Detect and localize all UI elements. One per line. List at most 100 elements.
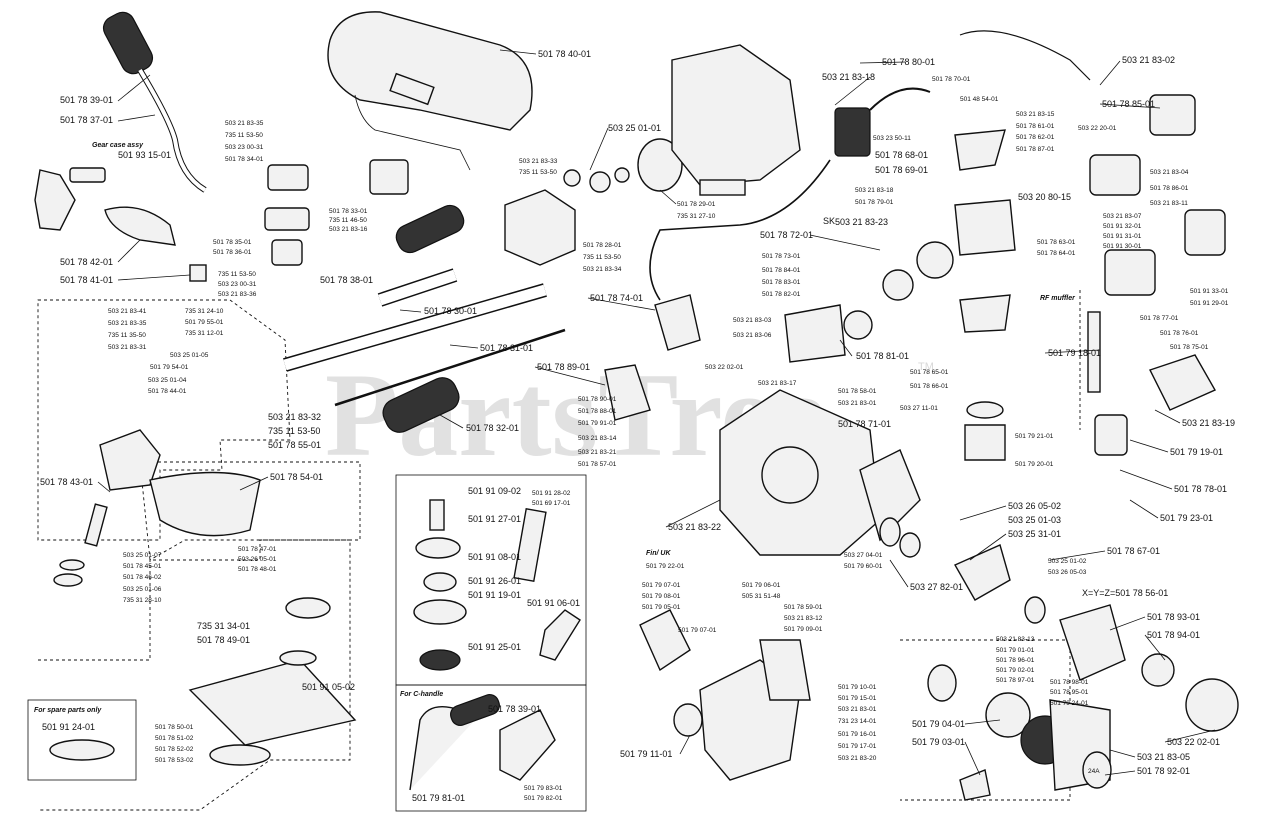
part-label: 501 91 09-02 [468,486,521,496]
part-label-small: 501 79 16-01 [838,731,877,738]
muffler-cover [1149,94,1196,136]
engine-assy [671,44,801,196]
part-label: 501 78 36-01 [213,249,252,256]
part-label: 735 11 53-50 [519,169,557,176]
part-label: 503 21 83-16 [329,226,368,233]
part-label: 503 21 83-14 [578,435,617,442]
part-label-small: 501 79 82-01 [524,795,563,802]
part-label: 501 78 61-01 [1016,123,1055,130]
part-label: 501 78 58-01 [838,388,877,395]
part-label-small: 501 78 48-01 [238,566,277,573]
washer [614,167,630,183]
part-label: 501 78 66-01 [910,383,949,390]
part-label: 501 79 81-01 [412,793,465,803]
part-label: 501 78 62-01 [1016,134,1055,141]
part-label: 503 21 83-06 [733,332,772,339]
part-label-small: 503 25 01-04 [148,377,187,384]
part-label: 501 78 85-01 [1102,99,1155,109]
bearing-a [563,169,581,187]
rf-muffler-cover [1184,209,1226,256]
clutch-housing [504,189,576,266]
part-label: 735 31 27-10 [677,213,716,220]
part-label: 501 91 33-01 [1190,288,1229,295]
bearing-right [1024,596,1046,624]
part-label: 503 21 83-35 [225,120,264,127]
part-label: 503 22 20-01 [1078,125,1117,132]
part-label: 501 78 76-01 [1160,330,1199,337]
muffler [1089,154,1141,196]
part-label: 501 78 89-01 [537,362,590,372]
part-label: 501 79 04-01 [912,719,965,729]
fuel-tank-housing [759,639,811,701]
part-label: 503 25 01-01 [608,123,661,133]
part-label: 501 78 88-01 [578,408,617,415]
part-label: 501 78 49-01 [197,635,250,645]
bevel-gear-head [99,429,161,491]
part-label-small: 501 79 83-01 [524,785,563,792]
handle-knob [104,206,176,246]
part-label: 501 78 93-01 [1147,612,1200,622]
part-label: 501 78 55-01 [268,440,321,450]
handle-grip [102,11,207,193]
part-label-small: 503 25 01-05 [170,352,209,359]
part-label-small: 501 78 97-01 [996,677,1035,684]
part-label-small: 501 78 44-01 [148,388,187,395]
part-label: 501 79 20-01 [1015,461,1054,468]
part-label-small: 501 79 07-01 [678,627,717,634]
part-label: 503 21 83-32 [268,412,321,422]
part-label-small: 503 21 83-13 [996,636,1035,643]
gear-group-outline [37,299,291,541]
part-label: 501 91 08-01 [468,552,521,562]
fuel-line [649,159,831,301]
part-label: 503 22 02-01 [1167,737,1220,747]
part-number-labels: 501 78 39-01 501 78 37-01 501 93 15-01 5… [40,49,1235,803]
part-label-small: 501 78 52-02 [155,746,194,753]
grass-blade [188,659,357,746]
part-label-small: 501 79 01-01 [996,647,1035,654]
crankshaft [954,544,1011,601]
harness-strap [327,11,533,171]
part-label-small: 735 11 35-50 [108,332,146,339]
part-label: 501 78 82-01 [762,291,801,298]
part-label: 503 23 50-11 [873,135,911,142]
part-label: 501 78 64-01 [1037,250,1076,257]
blade-guard [149,471,261,537]
flywheel [761,446,819,504]
part-label-small: 501 91 30-01 [1103,243,1142,250]
part-label: 501 78 90-01 [578,396,617,403]
part-label: 501 78 81-01 [856,351,909,361]
part-label-small: 501 78 96-01 [996,657,1035,664]
fuel-filter-hose [639,609,691,672]
part-label: 501 78 57-01 [578,461,617,468]
part-label: 501 91 27-01 [468,514,521,524]
carburetor [916,241,954,279]
drive-shaft [334,328,566,407]
blade-nut-set [209,744,271,766]
part-label-small: 503 21 83-20 [838,755,877,762]
part-label: 503 23 00-31 [225,144,264,151]
support-flange [279,650,317,666]
part-label: 501 78 77-01 [1140,315,1179,322]
part-label: 503 21 83-23 [835,217,888,227]
part-label: 501 78 94-01 [1147,630,1200,640]
part-label: 501 78 42-01 [60,257,113,267]
part-label: 501 91 29-01 [1190,300,1229,307]
rf-muffler [1104,249,1156,296]
pulley-small [927,664,957,702]
part-label: 501 91 28-02 [532,490,571,497]
spare-parts-label: For spare parts only [34,707,102,714]
carb-body [1094,414,1128,456]
part-label-small: 501 79 02-01 [996,667,1035,674]
part-label: 501 78 37-01 [60,115,113,125]
throttle-trigger [499,709,556,781]
part-label: 503 26 05-02 [1008,501,1061,511]
part-label-small: 735 31 28-10 [123,597,162,604]
spare-parts-box [27,699,137,781]
support-cup [285,597,331,619]
part-label: 501 78 75-01 [1170,344,1209,351]
washer-low1 [59,559,85,571]
head-cover [415,537,461,559]
clamp-upper [267,164,309,191]
part-label-small: 501 79 17-01 [838,743,877,750]
fuel-cap [1082,751,1112,789]
